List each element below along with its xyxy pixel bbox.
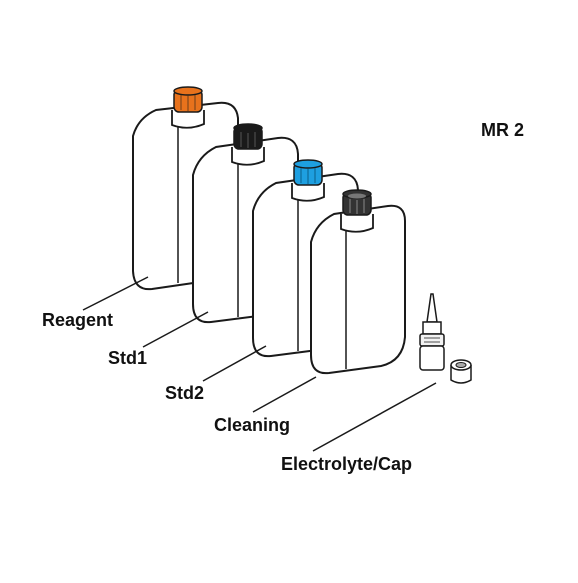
std1-leader-line: [142, 311, 209, 348]
electrolyte-cap-label: Electrolyte/Cap: [281, 454, 413, 474]
cleaning-label: Cleaning: [214, 415, 291, 435]
model-label: MR 2: [481, 120, 525, 140]
cleaning-bottle: [310, 204, 406, 375]
std2-cap-icon: [293, 159, 323, 186]
electrolyte-dropper-icon: [419, 293, 445, 371]
std1-label: Std1: [108, 348, 148, 368]
cleaning-cap-icon: [342, 189, 372, 216]
reagent-leader-line: [82, 276, 149, 311]
std2-label: Std2: [165, 383, 205, 403]
small-cap-icon: [450, 359, 472, 384]
std1-cap-icon: [233, 123, 263, 150]
reagent-cap-icon: [173, 86, 203, 113]
electrolyte-leader-line: [312, 382, 437, 452]
std2-leader-line: [202, 345, 267, 382]
cleaning-leader-line: [252, 376, 317, 413]
reagent-label: Reagent: [42, 310, 114, 330]
